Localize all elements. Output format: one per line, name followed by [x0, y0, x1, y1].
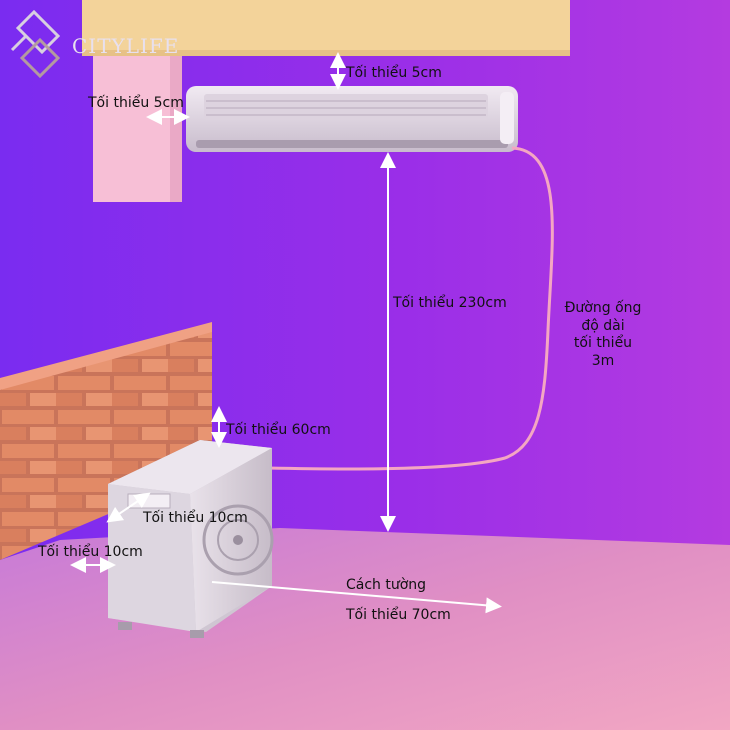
arrow-outdoor-back: [106, 492, 151, 523]
label-indoor-height: Tối thiểu 230cm: [393, 295, 507, 311]
refrigerant-pipe: [267, 146, 554, 471]
label-outdoor-top-gap: Tối thiểu 60cm: [226, 422, 331, 438]
indoor-ac-unit: [186, 86, 518, 152]
arrow-outdoor-front: [211, 581, 502, 614]
label-pipe-length: Đường ống độ dài tối thiểu 3m: [548, 300, 658, 370]
pipe-line-1: Đường ống: [564, 300, 642, 316]
label-indoor-side-gap: Tối thiểu 5cm: [88, 95, 184, 111]
ceiling-block: [82, 0, 570, 56]
label-outdoor-side-gap: Tối thiểu 10cm: [38, 544, 143, 560]
pipe-line-2: độ dài: [581, 317, 625, 334]
brand-name: CITYLIFE: [72, 34, 180, 58]
wall-pillar: [93, 56, 181, 202]
label-indoor-top-gap: Tối thiểu 5cm: [346, 65, 442, 81]
brick-wall: [0, 330, 212, 560]
pipe-line-3: tối thiểu: [573, 335, 633, 351]
citylife-logo-icon: [10, 9, 61, 79]
label-wall-gap-line1: Cách tường: [346, 577, 427, 593]
pipe-line-4: 3m: [591, 352, 615, 369]
label-outdoor-back-gap: Tối thiểu 10cm: [143, 510, 248, 526]
label-wall-gap-line2: Tối thiểu 70cm: [346, 607, 451, 623]
